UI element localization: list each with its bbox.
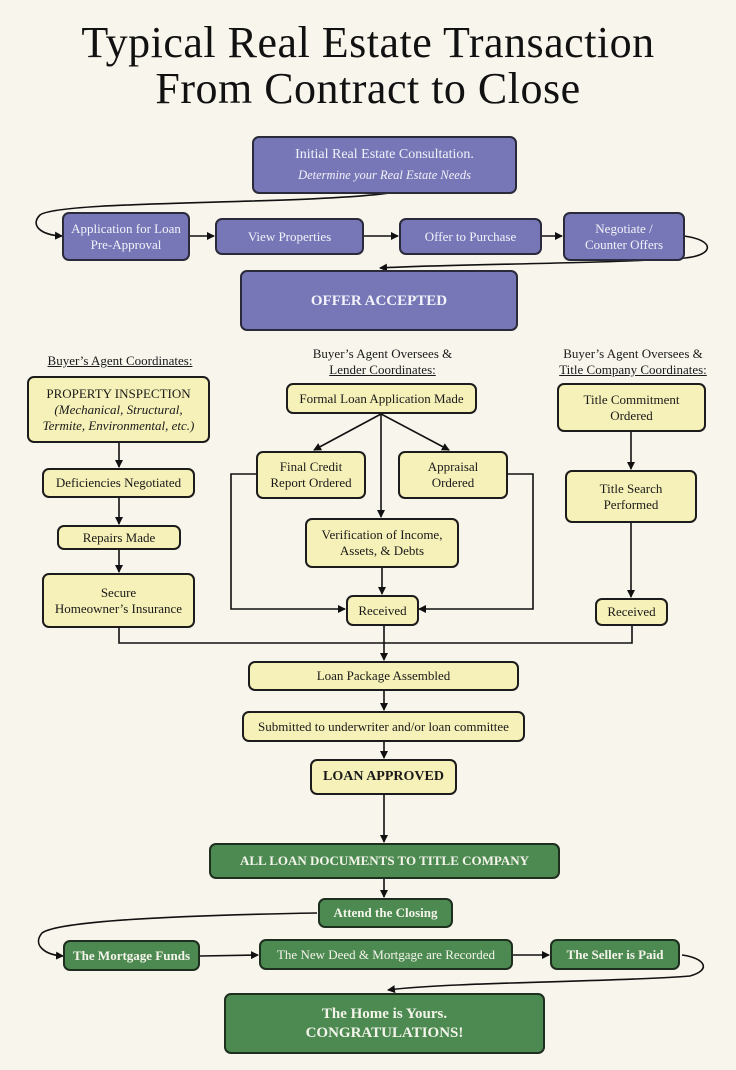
node-label: The Home is Yours. [321, 1005, 448, 1022]
node-seller-paid: The Seller is Paid [550, 939, 680, 970]
node-initial-consultation: Initial Real Estate Consultation. Determ… [252, 136, 517, 194]
node-repairs-made: Repairs Made [57, 525, 181, 550]
node-loan-package: Loan Package Assembled [248, 661, 519, 691]
node-label: ALL LOAN DOCUMENTS TO TITLE COMPANY [239, 853, 530, 868]
node-homeowners-insurance: Secure Homeowner’s Insurance [42, 573, 195, 628]
node-label: Pre-Approval [90, 236, 162, 252]
node-property-inspection: PROPERTY INSPECTION (Mechanical, Structu… [27, 376, 210, 443]
node-sublabel: Termite, Environmental, etc.) [42, 417, 195, 433]
node-negotiate: Negotiate / Counter Offers [563, 212, 685, 261]
node-label: Formal Loan Application Made [299, 390, 464, 406]
node-label: Submitted to underwriter and/or loan com… [258, 718, 509, 734]
node-label: The New Deed & Mortgage are Recorded [276, 946, 496, 962]
node-offer-accepted: OFFER ACCEPTED [240, 270, 518, 331]
node-credit-report: Final Credit Report Ordered [256, 451, 366, 499]
node-label: Performed [603, 496, 659, 512]
arrow-application-to-credit [313, 413, 382, 451]
arrow-application-to-appraisal [380, 413, 450, 451]
node-label: Negotiate / [595, 220, 653, 236]
arrow-credit-to-received [230, 473, 346, 613]
node-view-properties: View Properties [215, 218, 364, 255]
header-line: Lender Coordinates: [329, 362, 436, 377]
header-title-company: Buyer’s Agent Oversees & Title Company C… [548, 346, 718, 378]
node-lender-received: Received [346, 595, 419, 626]
node-label: Appraisal [427, 459, 479, 474]
node-mortgage-funds: The Mortgage Funds [63, 940, 200, 971]
node-label: Counter Offers [584, 236, 664, 252]
node-label: Received [607, 604, 656, 619]
node-label: Initial Real Estate Consultation. [295, 147, 474, 162]
node-sublabel: (Mechanical, Structural, [54, 401, 183, 417]
node-label: Verification of Income, [321, 527, 443, 542]
node-label: Offer to Purchase [424, 228, 517, 244]
arrow-attend-to-funds [37, 912, 318, 960]
node-verification: Verification of Income, Assets, & Debts [305, 518, 459, 568]
node-label: Deficiencies Negotiated [55, 475, 182, 490]
page-title-line1: Typical Real Estate Transaction [81, 18, 655, 67]
node-submitted-underwriter: Submitted to underwriter and/or loan com… [242, 711, 525, 742]
node-label: Application for Loan [71, 220, 181, 236]
node-formal-loan-application: Formal Loan Application Made [286, 383, 477, 414]
node-label: The Mortgage Funds [73, 947, 190, 963]
node-title-commitment: Title Commitment Ordered [557, 383, 706, 432]
node-label: CONGRATULATIONS! [305, 1024, 464, 1041]
node-appraisal: Appraisal Ordered [398, 451, 508, 499]
page-title-line2: From Contract to Close [155, 64, 581, 113]
node-label: PROPERTY INSPECTION [46, 385, 191, 401]
node-home-is-yours: The Home is Yours. CONGRATULATIONS! [224, 993, 545, 1054]
node-label: Homeowner’s Insurance [54, 600, 183, 616]
header-lender: Buyer’s Agent Oversees & Lender Coordina… [280, 346, 485, 378]
node-label: View Properties [247, 228, 332, 244]
node-deficiencies-negotiated: Deficiencies Negotiated [42, 468, 195, 498]
node-label: Assets, & Debts [339, 543, 425, 558]
node-loan-approved: LOAN APPROVED [310, 759, 457, 795]
header-line: Title Company Coordinates: [559, 362, 707, 377]
node-label: Ordered [431, 475, 475, 490]
node-sublabel: Determine your Real Estate Needs [298, 168, 471, 182]
arrow-consultation-to-preapproval [35, 192, 391, 240]
node-title-search: Title Search Performed [565, 470, 697, 523]
node-deed-recorded: The New Deed & Mortgage are Recorded [259, 939, 513, 970]
node-label: OFFER ACCEPTED [310, 292, 448, 309]
header-line: Buyer’s Agent Oversees & [312, 346, 453, 361]
node-label: Secure [100, 584, 137, 600]
node-loan-documents: ALL LOAN DOCUMENTS TO TITLE COMPANY [209, 843, 560, 879]
node-label: Title Search [599, 480, 663, 496]
node-label: The Seller is Paid [566, 946, 664, 962]
node-loan-preapproval: Application for Loan Pre-Approval [62, 212, 190, 261]
line-insurance-to-merge [118, 625, 633, 644]
header-line: Buyer’s Agent Oversees & [563, 346, 703, 361]
arrow-seller-to-final [387, 954, 705, 994]
arrow-funds-to-recorded [199, 951, 259, 960]
node-label: Loan Package Assembled [316, 668, 451, 683]
node-offer-to-purchase: Offer to Purchase [399, 218, 542, 255]
node-attend-closing: Attend the Closing [318, 898, 453, 928]
node-label: Received [358, 602, 407, 618]
header-buyer-agent: Buyer’s Agent Coordinates: [47, 353, 193, 368]
node-label: Report Ordered [270, 475, 352, 490]
node-label: LOAN APPROVED [323, 769, 444, 784]
node-label: Attend the Closing [333, 905, 438, 920]
arrow-appraisal-to-received [418, 473, 534, 613]
node-title-received: Received [595, 598, 668, 626]
node-label: Title Commitment [583, 391, 680, 407]
node-label: Repairs Made [82, 529, 156, 545]
node-label: Final Credit [279, 459, 343, 474]
node-label: Ordered [610, 407, 653, 423]
